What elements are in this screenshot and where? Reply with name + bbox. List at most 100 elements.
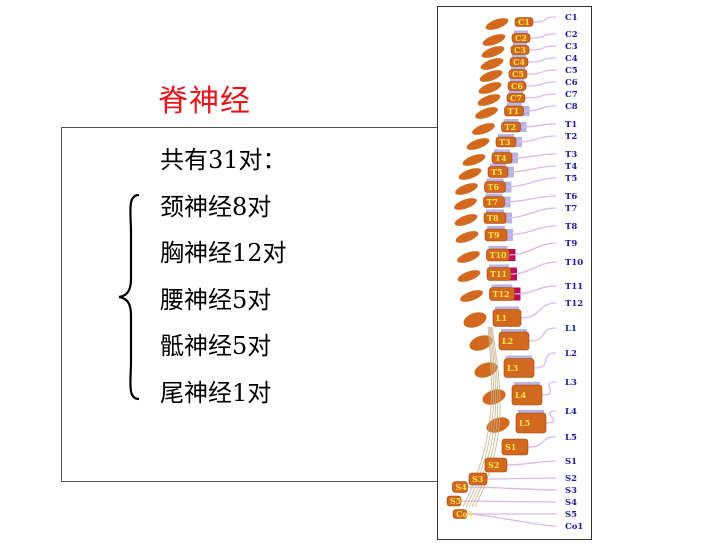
spinous-process — [475, 107, 498, 119]
vertebral-body — [484, 228, 508, 242]
spinous-process — [474, 362, 498, 378]
intervertebral-disc — [506, 355, 532, 359]
vertebra-label: T4 — [495, 153, 507, 163]
vertebral-body — [511, 33, 531, 43]
vertebra-label: L3 — [507, 363, 519, 373]
vertebra-label: T10 — [490, 250, 508, 260]
nerve-label: T2 — [565, 132, 577, 142]
intervertebral-disc — [506, 103, 522, 106]
vertebra-label: T8 — [487, 213, 499, 223]
vertebra-label: T1 — [508, 106, 520, 116]
spine-diagram: C1C2C3C4C5C6C7T1T2T3T4T5T6T7T8T9T10T11T1… — [446, 13, 583, 532]
intervertebral-disc — [511, 66, 525, 70]
nerve-label: C1 — [565, 13, 578, 23]
spinous-process — [482, 389, 506, 405]
nerve-label: T8 — [565, 222, 577, 232]
vertebral-body — [504, 105, 524, 117]
spinous-process — [482, 34, 506, 46]
vertebral-body — [452, 481, 468, 493]
nerve-line — [504, 195, 557, 203]
nerve-line — [505, 207, 557, 219]
intervertebral-disc — [494, 149, 510, 153]
spinous-process — [485, 18, 509, 30]
spinous-process — [469, 335, 493, 351]
spinous-process — [454, 198, 477, 210]
vertebral-body — [507, 81, 527, 91]
total-count-text: 共有31对： — [160, 146, 287, 174]
intervertebral-disc — [485, 193, 503, 197]
nerve-line — [523, 105, 557, 112]
spinous-process — [458, 168, 482, 180]
nerve-line — [526, 69, 557, 75]
vertebral-body — [498, 331, 530, 351]
vertebra-label: T3 — [499, 137, 511, 147]
nerve-line — [527, 57, 557, 63]
intervertebral-disc — [512, 54, 526, 58]
intervertebral-disc — [490, 163, 506, 167]
nerve-label: S3 — [565, 486, 577, 496]
spinous-process — [481, 46, 505, 58]
nerve-label: C7 — [565, 90, 578, 100]
nerve-line — [533, 352, 557, 369]
nerve-line — [545, 410, 557, 424]
intervertebral-disc — [514, 382, 540, 385]
curly-brace — [118, 193, 140, 401]
intervertebral-disc — [486, 178, 504, 182]
nerve-line — [524, 93, 557, 99]
vertebra-label: L5 — [519, 418, 530, 428]
spinous-process — [477, 94, 501, 106]
spinous-process — [460, 290, 483, 302]
vertebral-body — [506, 93, 526, 103]
vertebra-label: C2 — [515, 33, 527, 43]
nerve-line — [520, 123, 557, 128]
nerve-label: C6 — [565, 78, 578, 88]
nerve-label: L3 — [565, 378, 577, 388]
nerve-label: C2 — [565, 30, 578, 40]
nerve-line — [541, 381, 557, 396]
intervertebral-disc — [495, 306, 519, 310]
cervical-count-text: 颈神经8对 — [160, 193, 272, 221]
sacral-count-text: 骶神经5对 — [160, 332, 272, 360]
spinous-process — [457, 251, 480, 263]
spinous-process — [454, 214, 478, 226]
nerve-line — [529, 33, 557, 39]
intervertebral-disc — [488, 246, 508, 249]
nerve-label: L1 — [565, 324, 577, 334]
spinous-process — [463, 312, 487, 328]
vertebra-label: T6 — [488, 182, 500, 192]
spinous-process — [478, 82, 502, 94]
nerve-line — [486, 477, 557, 480]
vertebra-label: C3 — [514, 45, 526, 55]
nerve-line — [532, 16, 557, 23]
vertebral-body — [491, 152, 513, 164]
vertebral-body — [468, 472, 488, 486]
vertebra-label: S5 — [450, 496, 461, 506]
vertebral-body — [483, 212, 507, 224]
vertebra-label: L1 — [496, 313, 507, 323]
nerve-line — [509, 242, 557, 256]
nerve-label: T5 — [565, 174, 577, 184]
nerve-label: L5 — [565, 433, 577, 443]
nerve-label: T12 — [565, 299, 583, 309]
vertebral-body — [446, 495, 462, 507]
nerve-line — [460, 500, 557, 503]
intervertebral-disc — [513, 42, 527, 46]
spinous-process — [480, 58, 504, 70]
spinous-process — [479, 70, 503, 82]
vertebra-label: C1 — [518, 17, 530, 27]
nerve-label: S1 — [565, 457, 577, 467]
nerve-line — [510, 261, 557, 275]
nerve-label: C5 — [565, 66, 578, 76]
vertebral-body — [483, 196, 505, 208]
vertebral-body — [515, 412, 547, 434]
vertebra-label: C5 — [512, 69, 524, 79]
nerve-label: C4 — [565, 54, 578, 64]
vertebra-label: T7 — [487, 197, 499, 207]
nerve-label: L2 — [565, 349, 577, 359]
nerve-line — [505, 177, 557, 188]
nerve-label: T1 — [565, 120, 577, 130]
thoracic-count-text: 胸神经12对 — [160, 239, 287, 267]
vertebral-body — [484, 457, 508, 473]
spinous-process — [455, 231, 479, 243]
intervertebral-disc — [486, 209, 504, 213]
